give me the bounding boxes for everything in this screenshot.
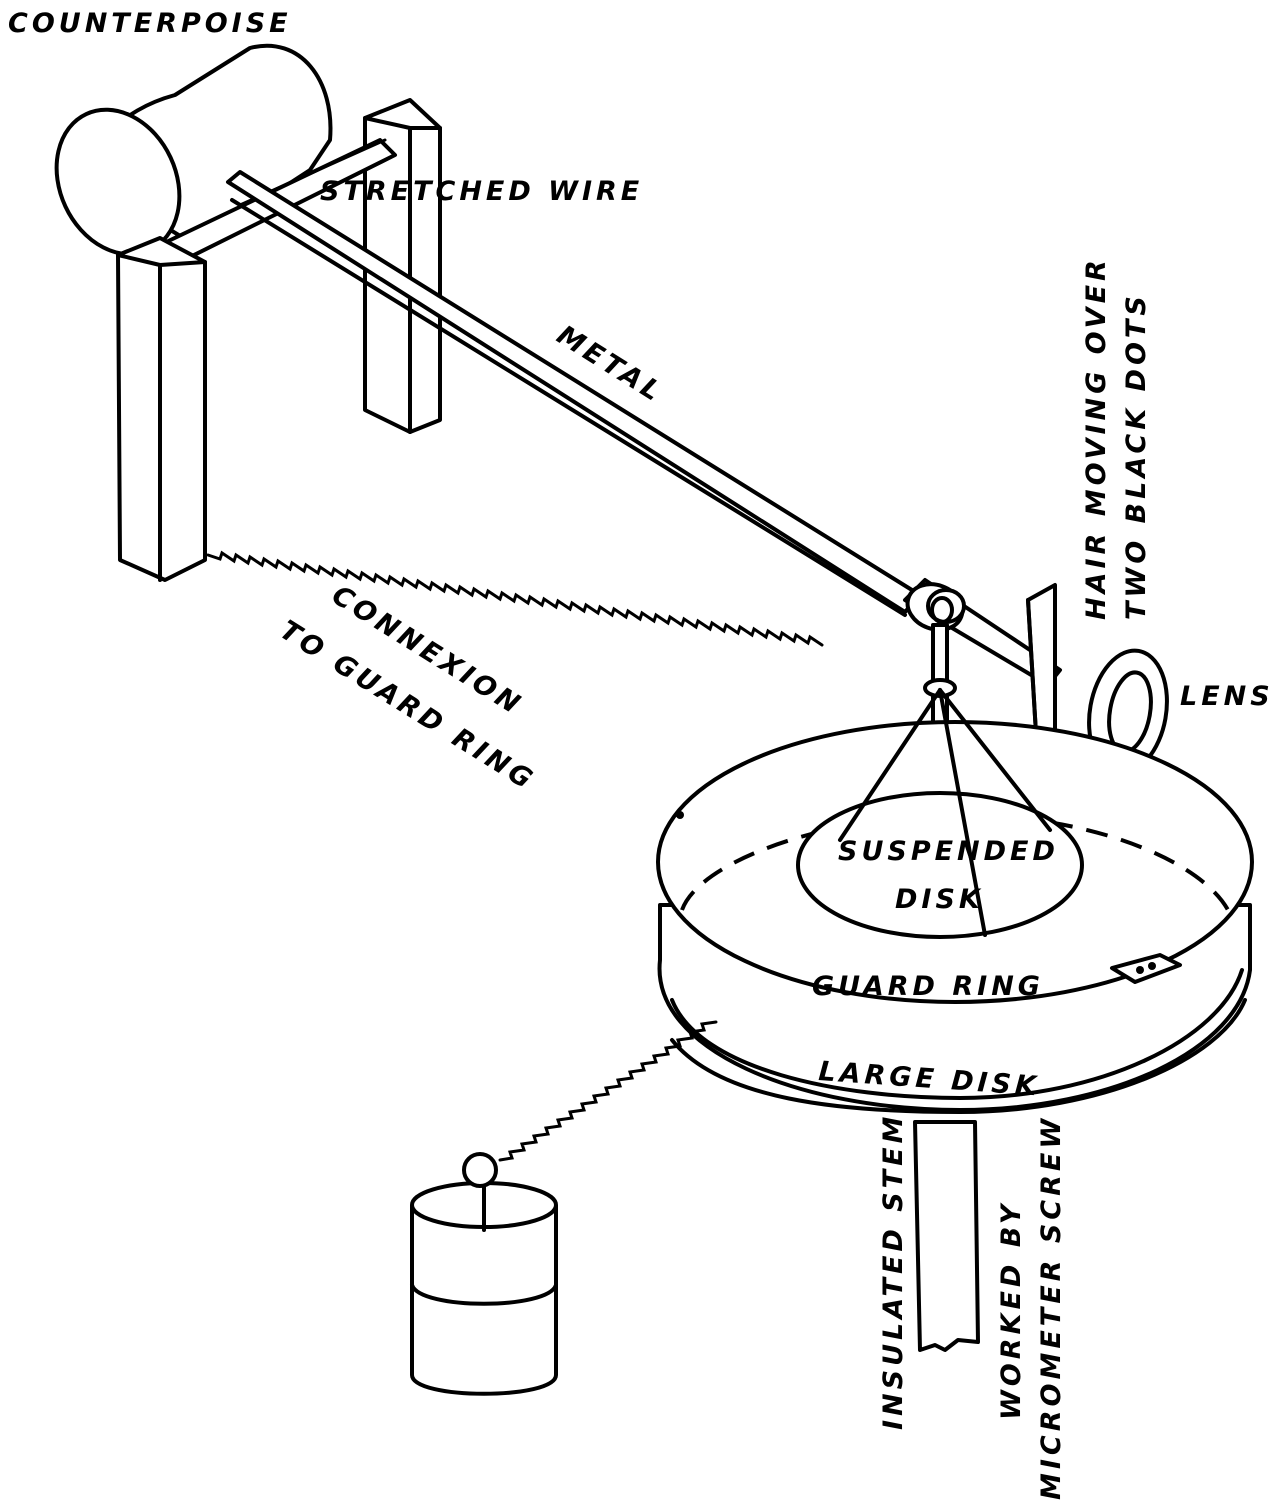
- label-hair-line2: TWO BLACK DOTS: [1121, 292, 1152, 620]
- two-black-dots: [1110, 953, 1182, 984]
- label-micrometer-line1: WORKED BY: [996, 1201, 1027, 1420]
- leyden-jar: [410, 1152, 558, 1396]
- guard-ring-terminal: [676, 811, 684, 819]
- suspended-disk: [796, 791, 1084, 939]
- label-suspended-line2: DISK: [895, 884, 984, 915]
- label-guard-ring: GUARD RING: [812, 971, 1044, 1002]
- front-post: [116, 236, 207, 582]
- label-hair-line1: HAIR MOVING OVER: [1081, 256, 1112, 620]
- suspension-threads: [838, 688, 1052, 937]
- connexion-wire-jar: [498, 1020, 718, 1162]
- label-suspended-line1: SUSPENDED: [838, 836, 1059, 867]
- label-counterpoise: COUNTERPOISE: [8, 8, 292, 39]
- label-lens: LENS: [1180, 681, 1274, 712]
- label-insulated-stem: INSULATED STEM: [878, 1113, 909, 1430]
- connexion-wire-guard-ring: [206, 550, 824, 647]
- counterpoise-cylinder: [54, 43, 333, 257]
- suspension-screw: [923, 623, 957, 737]
- label-stretched-wire: STRETCHED WIRE: [320, 176, 643, 207]
- back-post: [363, 98, 442, 434]
- suspension-eye: [905, 582, 966, 632]
- insulated-stem: [913, 1120, 980, 1352]
- label-micrometer-line2: MICROMETER SCREW: [1036, 1115, 1067, 1500]
